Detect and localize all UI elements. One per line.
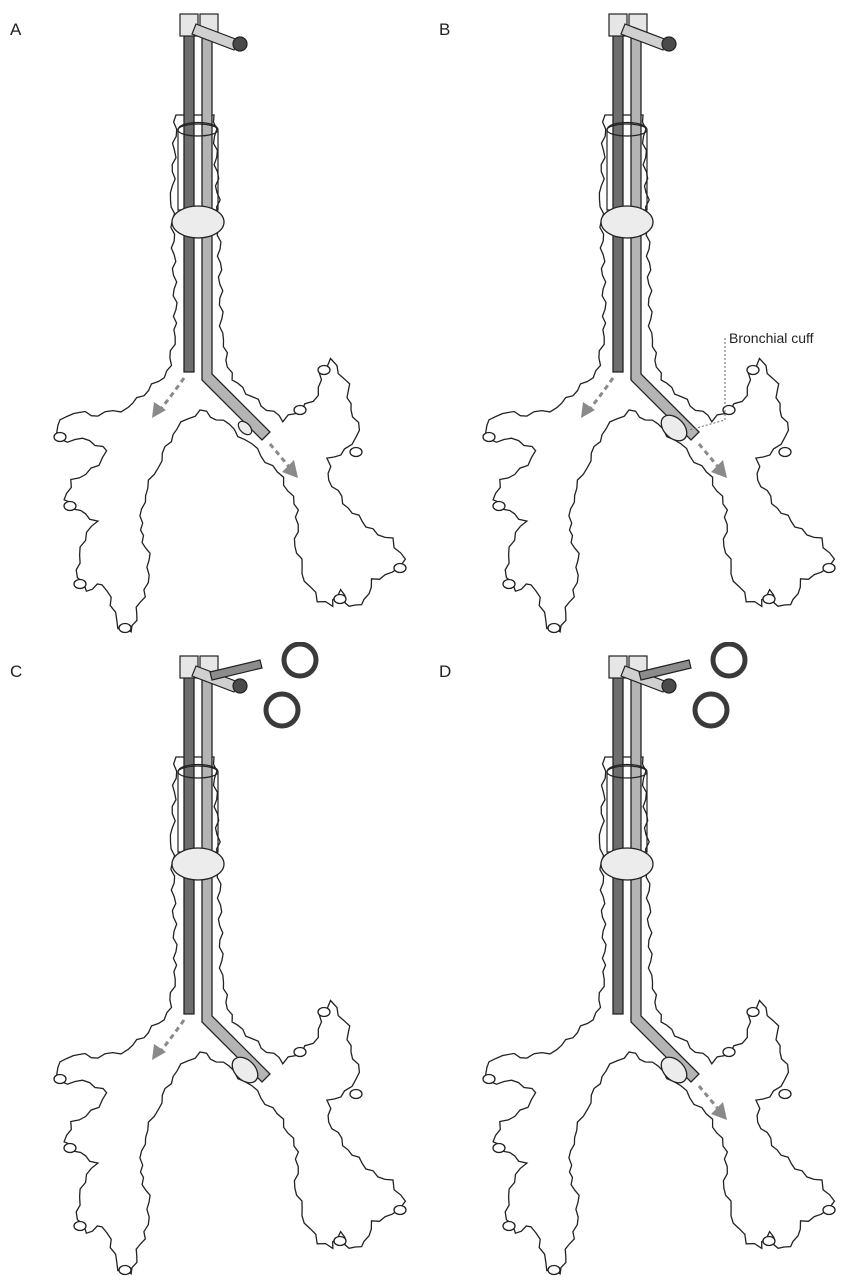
airway-outline [57,115,406,632]
tracheal-cuff [172,848,224,880]
bronchus-opening [350,1090,362,1099]
ventilator-port [233,679,247,693]
bronchus-opening [64,1144,76,1153]
ventilator-port [662,37,676,51]
panel-diagram [0,642,429,1284]
bronchus-opening [318,366,330,375]
panel-letter: D [439,662,451,682]
panel-diagram [429,0,858,642]
panel-diagram [429,642,858,1284]
clamp-ring [695,694,727,726]
panel-a: A [0,0,429,642]
tracheal-cuff [601,206,653,238]
tracheal-lumen [184,30,194,372]
bronchus-opening [64,502,76,511]
bronchus-opening [779,448,791,457]
bronchus-opening [483,433,495,442]
bronchus-opening [483,1075,495,1084]
panel-letter: A [10,20,21,40]
bronchus-opening [747,366,759,375]
airway-outline [486,757,835,1274]
bronchus-opening [823,1206,835,1215]
bronchus-opening [294,1048,306,1057]
diagram-group [54,14,406,633]
tracheal-lumen [613,30,623,372]
bronchus-opening [54,1075,66,1084]
bronchus-opening [334,595,346,604]
bronchial-cuff-label: Bronchial cuff [729,330,814,346]
panel-b: B Bronchial cuff [429,0,858,642]
clamp-ring [284,644,316,676]
tracheal-cuff [601,848,653,880]
bronchus-opening [119,624,131,633]
ventilator-port [233,37,247,51]
bronchus-opening [74,1222,86,1231]
panel-c: C [0,642,429,1284]
bronchus-opening [493,1144,505,1153]
panel-letter: B [439,20,450,40]
bronchus-opening [318,1008,330,1017]
bronchus-opening [119,1266,131,1275]
diagram-group [483,14,835,633]
panel-diagram [0,0,429,642]
bronchus-opening [54,433,66,442]
bronchus-opening [493,502,505,511]
airway-outline [486,115,835,632]
clamp-ring [266,694,298,726]
tracheal-cuff [172,206,224,238]
panel-d: D [429,642,858,1284]
bronchus-opening [394,1206,406,1215]
bronchus-opening [823,564,835,573]
panel-letter: C [10,662,22,682]
bronchus-opening [503,1222,515,1231]
bronchus-opening [548,1266,560,1275]
bronchus-opening [503,580,515,589]
tracheal-lumen [613,672,623,1014]
bronchus-opening [763,595,775,604]
bronchus-opening [747,1008,759,1017]
bronchus-opening [548,624,560,633]
airway-outline [57,757,406,1274]
bronchus-opening [394,564,406,573]
bronchus-opening [350,448,362,457]
bronchus-opening [779,1090,791,1099]
clamp-ring [713,644,745,676]
bronchus-opening [294,406,306,415]
bronchus-opening [723,1048,735,1057]
diagram-group [483,644,835,1275]
ventilator-port [662,679,676,693]
bronchus-opening [763,1237,775,1246]
bronchus-opening [334,1237,346,1246]
diagram-group [54,644,406,1275]
tracheal-lumen [184,672,194,1014]
bronchus-opening [74,580,86,589]
